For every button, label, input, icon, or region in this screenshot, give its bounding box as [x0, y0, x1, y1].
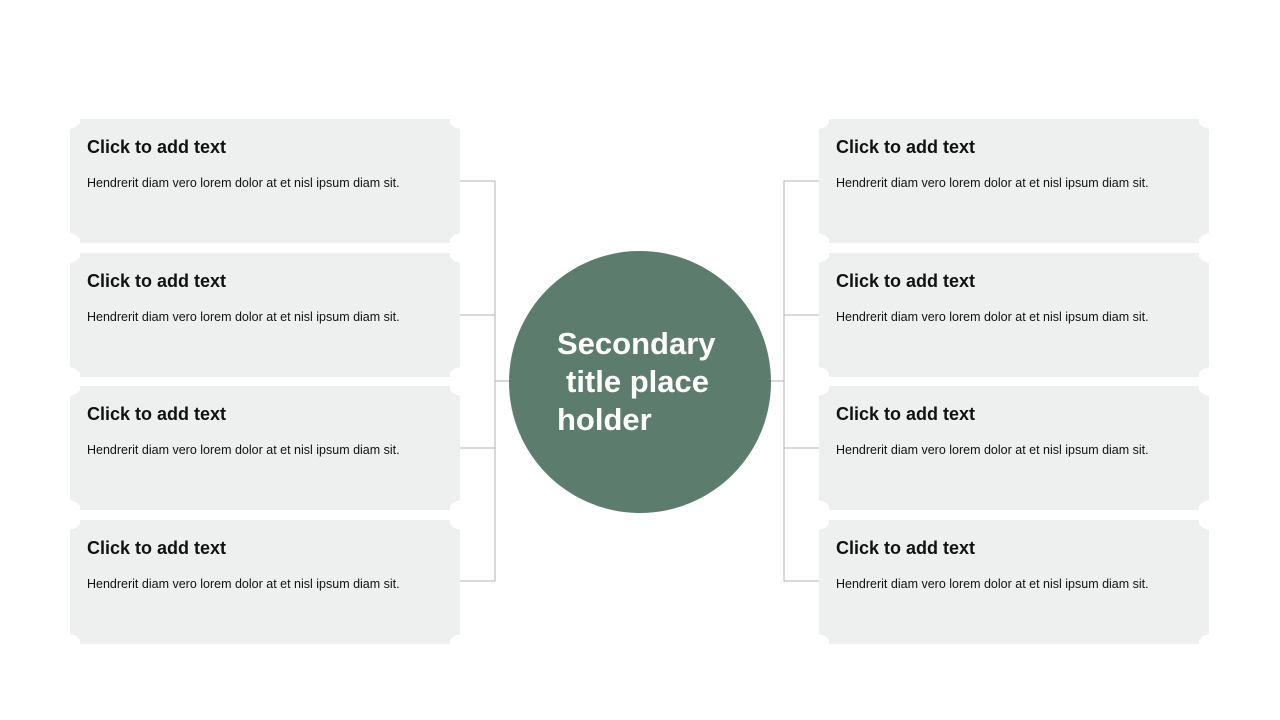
left-card-1-title[interactable]: Click to add text — [87, 137, 227, 157]
right-card-4[interactable]: Click to add text Hendrerit diam vero lo… — [819, 520, 1209, 644]
left-card-3[interactable]: Click to add text Hendrerit diam vero lo… — [70, 386, 460, 510]
right-card-3-title[interactable]: Click to add text — [836, 404, 976, 424]
left-card-1[interactable]: Click to add text Hendrerit diam vero lo… — [70, 119, 460, 243]
hub-title-line-3: holder — [557, 402, 652, 437]
left-card-2[interactable]: Click to add text Hendrerit diam vero lo… — [70, 253, 460, 377]
right-card-1-title[interactable]: Click to add text — [836, 137, 976, 157]
right-card-2[interactable]: Click to add text Hendrerit diam vero lo… — [819, 253, 1209, 377]
right-card-3-body[interactable]: Hendrerit diam vero lorem dolor at et ni… — [836, 443, 1149, 457]
right-card-4-title[interactable]: Click to add text — [836, 538, 976, 558]
hub-title[interactable]: Secondary title place holder — [557, 325, 737, 439]
right-card-3[interactable]: Click to add text Hendrerit diam vero lo… — [819, 386, 1209, 510]
left-card-4[interactable]: Click to add text Hendrerit diam vero lo… — [70, 520, 460, 644]
left-card-3-body[interactable]: Hendrerit diam vero lorem dolor at et ni… — [87, 443, 400, 457]
hub-title-line-1: Secondary — [557, 326, 716, 361]
right-card-1-body[interactable]: Hendrerit diam vero lorem dolor at et ni… — [836, 176, 1149, 190]
connector-right — [771, 180, 820, 582]
left-card-1-body[interactable]: Hendrerit diam vero lorem dolor at et ni… — [87, 176, 400, 190]
right-card-1[interactable]: Click to add text Hendrerit diam vero lo… — [819, 119, 1209, 243]
left-card-2-body[interactable]: Hendrerit diam vero lorem dolor at et ni… — [87, 310, 400, 324]
left-card-4-body[interactable]: Hendrerit diam vero lorem dolor at et ni… — [87, 577, 400, 591]
hub-title-line-2: title place — [566, 364, 709, 399]
right-card-2-title[interactable]: Click to add text — [836, 271, 976, 291]
right-card-4-body[interactable]: Hendrerit diam vero lorem dolor at et ni… — [836, 577, 1149, 591]
left-card-3-title[interactable]: Click to add text — [87, 404, 227, 424]
center-hub-circle[interactable]: Secondary title place holder — [509, 251, 771, 513]
right-card-2-body[interactable]: Hendrerit diam vero lorem dolor at et ni… — [836, 310, 1149, 324]
left-card-2-title[interactable]: Click to add text — [87, 271, 227, 291]
connector-left — [460, 180, 509, 582]
left-card-4-title[interactable]: Click to add text — [87, 538, 227, 558]
